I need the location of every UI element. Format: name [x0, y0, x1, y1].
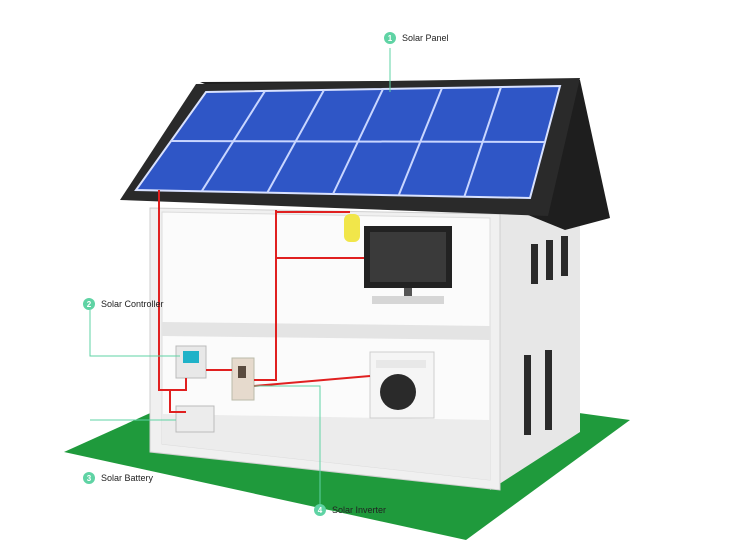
- callout-leaders: [89, 48, 391, 504]
- callout-solar-panel: 1 Solar Panel: [384, 32, 449, 44]
- callout-label: Solar Controller: [101, 299, 164, 309]
- television: [364, 226, 452, 304]
- callout-number: 1: [384, 32, 396, 44]
- callout-number: 4: [314, 504, 326, 516]
- wiring: [158, 190, 371, 413]
- side-windows: [524, 236, 568, 435]
- solar-panel: [134, 84, 562, 200]
- ground-floor: [162, 414, 490, 480]
- callout-label: Solar Battery: [101, 473, 154, 483]
- callout-solar-battery: 3 Solar Battery: [83, 472, 153, 484]
- callout-number: 2: [83, 298, 95, 310]
- callout-label: Solar Inverter: [332, 505, 387, 515]
- callout-solar-inverter: 4 Solar Inverter: [314, 504, 386, 516]
- solar-controller: [175, 345, 207, 379]
- solar-inverter: [231, 357, 255, 401]
- floor-slab: [162, 322, 490, 340]
- house-side-wall: [490, 196, 580, 490]
- callout-number: 3: [83, 472, 95, 484]
- ceiling-lamp: [344, 214, 360, 242]
- callout-solar-controller: 2 Solar Controller: [83, 298, 164, 310]
- panel-grid-line: [170, 140, 546, 143]
- washing-machine: [369, 351, 435, 419]
- solar-battery: [175, 405, 215, 433]
- callout-label: Solar Panel: [402, 33, 449, 43]
